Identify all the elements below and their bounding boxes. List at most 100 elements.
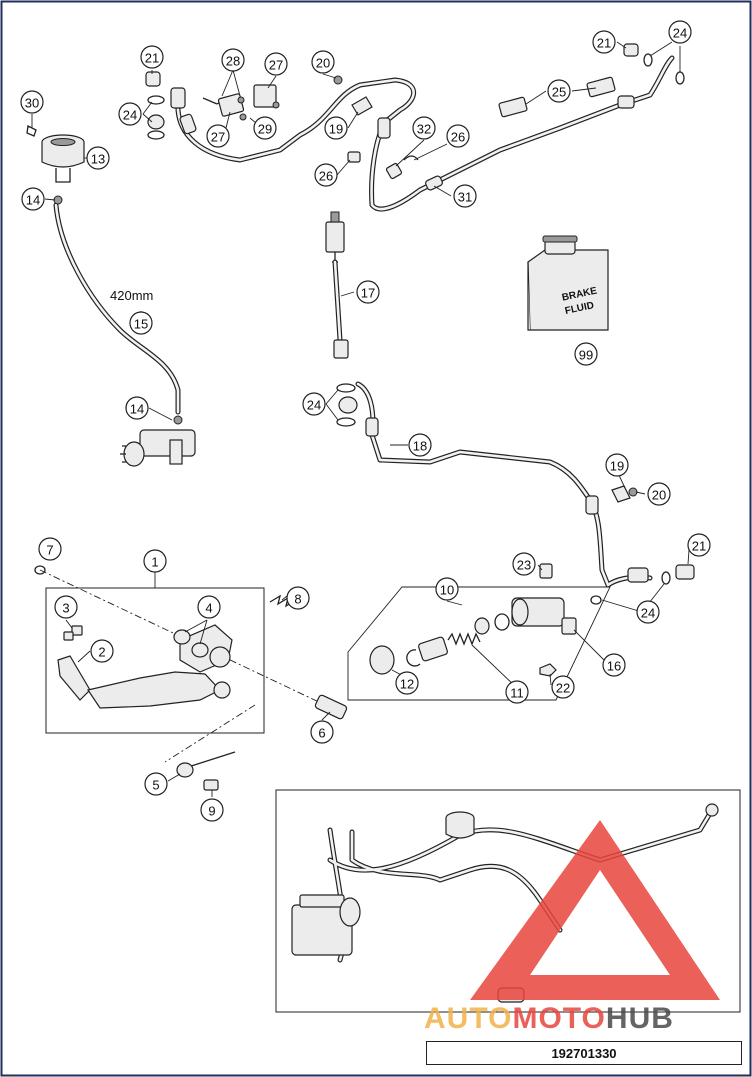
callout-19: 19 bbox=[324, 116, 348, 140]
callout-circle bbox=[574, 342, 598, 366]
callout-circle bbox=[453, 184, 477, 208]
callout-5: 5 bbox=[144, 772, 168, 796]
callout-circle bbox=[206, 124, 230, 148]
callout-circle bbox=[687, 533, 711, 557]
callout-12: 12 bbox=[395, 671, 419, 695]
callout-2: 2 bbox=[90, 639, 114, 663]
callout-circle bbox=[512, 552, 536, 576]
callout-number: 30 bbox=[25, 96, 39, 111]
callout-14: 14 bbox=[21, 187, 45, 211]
callout-number: 29 bbox=[258, 122, 272, 137]
callout-circle bbox=[310, 720, 334, 744]
callout-circle bbox=[90, 639, 114, 663]
callout-circle bbox=[314, 163, 338, 187]
callout-circle bbox=[605, 453, 629, 477]
callout-number: 8 bbox=[294, 592, 301, 607]
callout-number: 21 bbox=[145, 51, 159, 66]
callout-number: 28 bbox=[226, 54, 240, 69]
callout-number: 3 bbox=[62, 601, 69, 616]
callout-circle bbox=[264, 52, 288, 76]
rear-brake-line bbox=[336, 381, 695, 677]
callout-21: 21 bbox=[140, 45, 164, 69]
callout-circle bbox=[311, 50, 335, 74]
callout-number: 19 bbox=[610, 459, 624, 474]
callout-16: 16 bbox=[602, 653, 626, 677]
callout-24: 24 bbox=[118, 102, 142, 126]
callout-18: 18 bbox=[408, 433, 432, 457]
callout-26: 26 bbox=[446, 124, 470, 148]
callout-23: 23 bbox=[512, 552, 536, 576]
callout-22: 22 bbox=[551, 675, 575, 699]
callout-number: 16 bbox=[607, 659, 621, 674]
callout-number: 4 bbox=[205, 601, 212, 616]
callout-25: 25 bbox=[547, 79, 571, 103]
hose-length-label: 420mm bbox=[110, 288, 153, 303]
callout-32: 32 bbox=[412, 116, 436, 140]
callout-circle bbox=[356, 280, 380, 304]
callout-30: 30 bbox=[20, 90, 44, 114]
callout-number: 24 bbox=[641, 606, 655, 621]
watermark-hub: HUB bbox=[606, 1002, 674, 1035]
callout-10: 10 bbox=[435, 577, 459, 601]
callout-circle bbox=[505, 680, 529, 704]
callout-21: 21 bbox=[592, 30, 616, 54]
callout-26: 26 bbox=[314, 163, 338, 187]
brake-pedal-group bbox=[34, 565, 348, 791]
callout-circle bbox=[547, 79, 571, 103]
top-fittings bbox=[145, 43, 685, 180]
callout-6: 6 bbox=[310, 720, 334, 744]
callout-number: 21 bbox=[597, 36, 611, 51]
callout-14: 14 bbox=[125, 396, 149, 420]
callout-number: 1 bbox=[151, 555, 158, 570]
callout-15: 15 bbox=[129, 311, 153, 335]
drawing-number-box: 192701330 bbox=[426, 1041, 742, 1065]
callout-9: 9 bbox=[200, 798, 224, 822]
callout-number: 20 bbox=[316, 56, 330, 71]
callout-number: 19 bbox=[329, 122, 343, 137]
overview-inset bbox=[275, 789, 741, 1013]
callout-circle bbox=[446, 124, 470, 148]
callout-circle bbox=[38, 537, 62, 561]
callout-24: 24 bbox=[668, 20, 692, 44]
callout-circle bbox=[286, 586, 310, 610]
callout-29: 29 bbox=[253, 116, 277, 140]
callout-circle bbox=[200, 798, 224, 822]
callout-number: 99 bbox=[579, 348, 593, 363]
callout-number: 9 bbox=[208, 804, 215, 819]
callout-28: 28 bbox=[221, 48, 245, 72]
callout-circle bbox=[144, 772, 168, 796]
callout-number: 10 bbox=[440, 583, 454, 598]
upper-brake-line bbox=[170, 55, 675, 212]
callout-circle bbox=[302, 392, 326, 416]
callout-24: 24 bbox=[302, 392, 326, 416]
callout-13: 13 bbox=[86, 146, 110, 170]
drawing-number: 192701330 bbox=[551, 1045, 617, 1061]
callout-20: 20 bbox=[311, 50, 335, 74]
callout-number: 13 bbox=[91, 152, 105, 167]
callout-number: 31 bbox=[458, 190, 472, 205]
callout-number: 26 bbox=[319, 169, 333, 184]
callout-circle bbox=[412, 116, 436, 140]
callout-circle bbox=[551, 675, 575, 699]
callout-number: 21 bbox=[692, 539, 706, 554]
callout-19: 19 bbox=[605, 453, 629, 477]
callout-number: 14 bbox=[130, 402, 144, 417]
watermark-text: AUTOMOTOHUB bbox=[424, 1002, 674, 1035]
callout-27: 27 bbox=[264, 52, 288, 76]
callout-circle bbox=[118, 102, 142, 126]
callout-8: 8 bbox=[286, 586, 310, 610]
callout-circle bbox=[253, 116, 277, 140]
callout-21: 21 bbox=[687, 533, 711, 557]
callout-circle bbox=[125, 396, 149, 420]
callout-number: 11 bbox=[510, 686, 524, 701]
callout-number: 18 bbox=[413, 439, 427, 454]
watermark-triangle-icon bbox=[470, 820, 720, 1000]
callout-circle bbox=[395, 671, 419, 695]
callout-3: 3 bbox=[54, 595, 78, 619]
callout-17: 17 bbox=[356, 280, 380, 304]
callout-number: 20 bbox=[652, 488, 666, 503]
callout-circle bbox=[647, 482, 671, 506]
callout-circle bbox=[129, 311, 153, 335]
